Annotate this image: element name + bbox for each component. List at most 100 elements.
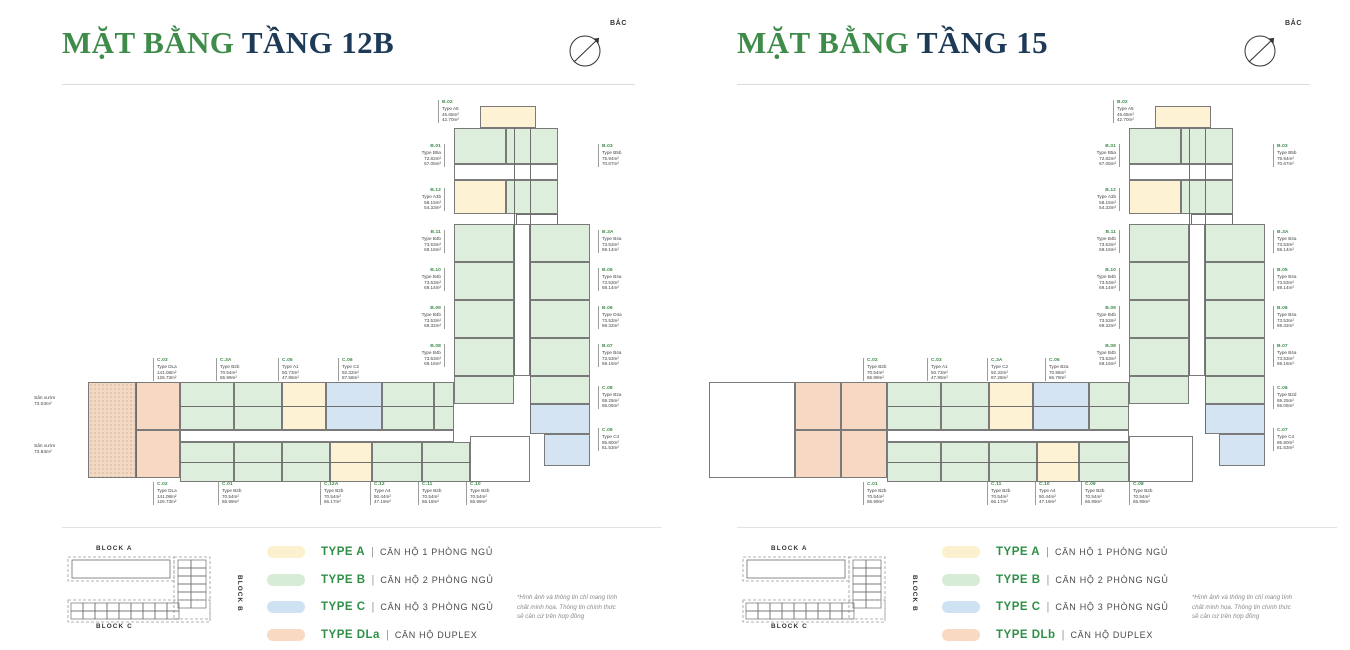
legend-sep: |	[1061, 628, 1065, 641]
unit-label: C.10 Type A4 50.44m² 47.19m²	[1035, 482, 1056, 505]
unit-label: C.08 Type B2b 70.54m² 65.99m²	[1129, 482, 1152, 505]
unit-label: B.08 Type B4b 73.53m² 69.16m²	[350, 344, 445, 367]
corridor	[1129, 164, 1233, 180]
legend-row-type-a: TYPE A | CĂN HỘ 1 PHÒNG NGỦ	[267, 541, 494, 563]
legend-type-c-label: TYPE C	[996, 601, 1041, 613]
unit-block	[841, 430, 887, 478]
corridor	[887, 430, 1129, 442]
unit-block	[530, 262, 590, 300]
unit-block	[1129, 338, 1189, 376]
wall-line	[180, 462, 470, 463]
unit-label: B.3A Type B4a 73.53m² 69.14m²	[598, 230, 621, 253]
legend-type-b-label: TYPE B	[996, 573, 1041, 586]
corridor	[180, 430, 454, 442]
compass-north-label: BẮC	[1285, 20, 1302, 27]
unit-label: C.03 Type A1 50.73m² 47.95m²	[927, 358, 948, 381]
legend-desc-b: CĂN HỘ 2 PHÒNG NGỦ	[380, 574, 494, 585]
compass-icon: BẮC	[1240, 20, 1301, 73]
unit-block	[454, 262, 514, 300]
legend-desc-a: CĂN HỘ 1 PHÒNG NGỦ	[379, 547, 494, 557]
unit-block	[1205, 300, 1265, 338]
legend-row-type-c: TYPE C | CĂN HỘ 3 PHÒNG NGỦ	[942, 596, 1169, 618]
legend-divider	[737, 527, 1337, 528]
unit-label: B.09 Type B4b 73.53m² 69.32m²	[1025, 306, 1120, 329]
wall-line	[180, 406, 454, 407]
unit-block	[1129, 300, 1189, 338]
unit-block	[454, 338, 514, 376]
service-core	[470, 436, 530, 482]
unit-block	[544, 434, 590, 466]
panel-floor-12b: MẶT BẰNG TẦNG 12B BẮC	[34, 20, 662, 650]
legend-type-dl-label: TYPE DLb	[996, 628, 1056, 641]
unit-block	[454, 224, 514, 262]
legend-sep: |	[371, 546, 374, 558]
title-navy: TẦNG 15	[916, 25, 1048, 60]
legend-row-type-b: TYPE B | CĂN HỘ 2 PHÒNG NGỦ	[267, 569, 494, 591]
legend-desc-b: CĂN HỘ 2 PHÒNG NGỦ	[1055, 574, 1169, 585]
header-divider	[62, 84, 635, 85]
unit-block	[841, 382, 887, 430]
unit-label: B.01 Type B5a 72.82m² 67.05m²	[1025, 144, 1120, 167]
legend-sep: |	[385, 628, 389, 641]
unit-block	[136, 382, 180, 430]
unit-label: B.06 Type D4a 73.53m² 69.32m²	[598, 306, 622, 329]
unit-label: B.05 Type B4a 73.53m² 69.14m²	[1273, 268, 1296, 291]
wall-line	[887, 406, 1129, 407]
service-core	[1129, 436, 1193, 482]
unit-label: B.02 Type A5 45.65m² 42.70m²	[1113, 100, 1134, 123]
unit-label: C.05 Type A1 50.73m² 47.95m²	[278, 358, 299, 381]
legend-divider	[62, 527, 662, 528]
legend-desc-c: CĂN HỘ 3 PHÒNG NGỦ	[380, 602, 494, 612]
legend-row-type-b: TYPE B | CĂN HỘ 2 PHÒNG NGỦ	[942, 569, 1169, 591]
title-navy: TẦNG 12B	[241, 25, 395, 60]
unit-label: C.09 Type C4 85.80m² 81.53m²	[598, 428, 619, 451]
legend-swatch-dl	[267, 628, 305, 641]
keyplan-block-b-label: BLOCK B	[236, 575, 243, 612]
legend-desc-a: CĂN HỘ 1 PHÒNG NGỦ	[1054, 547, 1169, 557]
unit-block	[795, 430, 841, 478]
disclaimer-text: *Hình ảnh và thông tin chỉ mang tính chấ…	[1192, 594, 1293, 621]
unit-label: C.07 Type C4 85.80m² 81.53m²	[1273, 428, 1294, 451]
compass-north-label: BẮC	[610, 20, 627, 27]
garden-hatch	[88, 382, 136, 478]
corridor	[1189, 224, 1205, 376]
unit-block	[1205, 338, 1265, 376]
legend-swatch-b	[267, 573, 305, 586]
keyplan-diagram: BLOCK A BLOCK B BLOCK C	[741, 545, 918, 631]
legend-row-type-dl: TYPE DLb | CĂN HỘ DUPLEX	[942, 624, 1169, 646]
unit-label: B.11 Type B4b 73.53m² 69.16m²	[350, 230, 445, 253]
unit-label: C.11 Type B2b 70.54m² 66.17m²	[987, 482, 1010, 505]
unit-label: C.01 Type B2b 70.54m² 65.99m²	[863, 482, 886, 505]
unit-block	[1129, 224, 1189, 262]
legend-swatch-list: TYPE A | CĂN HỘ 1 PHÒNG NGỦ TYPE B | CĂN…	[267, 541, 494, 650]
legend-swatch-list: TYPE A | CĂN HỘ 1 PHÒNG NGỦ TYPE B | CĂN…	[942, 541, 1169, 650]
unit-label: C.09 Type B2b 70.54m² 66.99m²	[1081, 482, 1104, 505]
unit-label: C.08 Type B2a 69.25m² 65.05m²	[598, 386, 621, 409]
wall-line	[1205, 128, 1206, 434]
unit-block	[454, 180, 506, 214]
unit-block	[454, 300, 514, 338]
unit-label: B.03 Type B5b 75.94m² 70.67m²	[598, 144, 621, 167]
page-title: MẶT BẰNG TẦNG 12B	[62, 22, 635, 64]
legend-sep: |	[1046, 546, 1049, 558]
keyplan-block-a-label: BLOCK A	[96, 545, 133, 552]
unit-label: B.11 Type B4b 73.53m² 69.16m²	[1025, 230, 1120, 253]
unit-block	[530, 338, 590, 376]
header-floor-12b: MẶT BẰNG TẦNG 12B BẮC	[62, 20, 635, 82]
legend-swatch-b	[942, 573, 980, 586]
legend-desc-dl: CĂN HỘ DUPLEX	[394, 629, 478, 640]
panel-floor-15: MẶT BẰNG TẦNG 15 BẮC	[675, 0, 1350, 650]
unit-block	[1219, 434, 1265, 466]
corridor	[454, 164, 558, 180]
disclaimer-text: *Hình ảnh và thông tin chỉ mang tính chấ…	[517, 594, 618, 621]
legend-15: BLOCK A BLOCK B BLOCK C	[737, 527, 1337, 641]
unit-label: C.12 Type A4 50.44m² 47.19m²	[370, 482, 391, 505]
garden-label: Sân vườn 73.03m²	[34, 396, 56, 408]
unit-label: B.12 Type A3b 58.15m² 54.33m²	[350, 188, 445, 211]
legend-type-a-label: TYPE A	[321, 546, 366, 558]
legend-swatch-dl	[942, 628, 980, 641]
unit-block	[530, 300, 590, 338]
unit-label: C.11 Type B2b 70.54m² 66.18m²	[418, 482, 441, 505]
unit-label: C.06 Type C2 92.32m² 87.58m²	[338, 358, 359, 381]
unit-block	[1129, 376, 1189, 404]
